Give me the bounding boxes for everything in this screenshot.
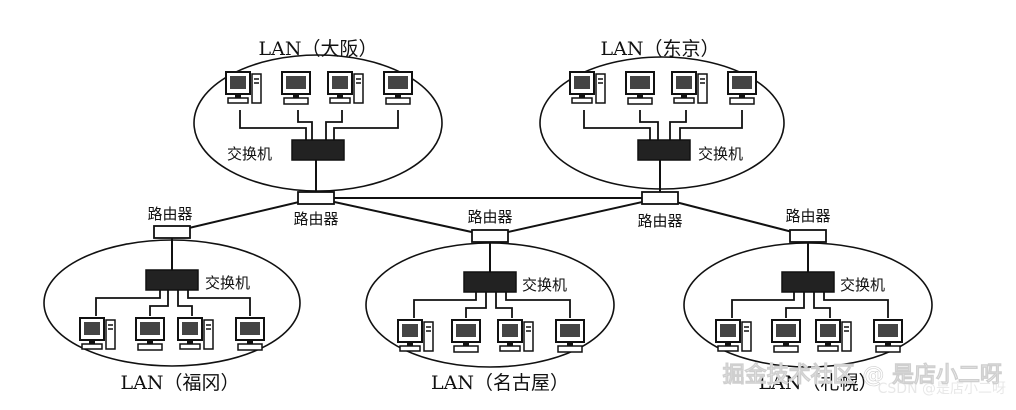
lan-title: LAN（大阪） [259,38,378,60]
router-label: 路由器 [293,210,338,228]
pc-icon [135,317,165,351]
lan-cables [239,110,399,140]
lan-boundary [365,242,615,368]
lan-title: LAN（札幌） [759,372,878,394]
switch-label: 交换机 [227,145,272,163]
router-label: 路由器 [637,212,682,230]
watermark-main: 掘金技术社区 @ 是店小二呀 [723,362,1002,388]
router-label: 路由器 [147,205,192,223]
switch-device [145,269,199,291]
pc-icon [281,71,311,105]
pc-icon [79,317,116,350]
switch-device [291,139,345,161]
pc-icon [715,319,752,352]
pc-icon [727,71,757,105]
lan-title: LAN（福冈） [121,372,240,394]
link-osaka-nagoya [315,197,491,237]
pc-icon [397,319,434,352]
router-sapporo: 路由器 [785,207,831,243]
router-label: 路由器 [785,207,830,225]
pc-icon [815,319,852,352]
switch-label: 交换机 [205,274,250,292]
lan-cables [413,292,571,318]
switch-label: 交换机 [522,276,567,294]
router-fukuoka: 路由器 [147,205,193,239]
lan-title: LAN（东京） [601,38,720,60]
lan-nagoya: 交换机 LAN（名古屋） [365,242,615,394]
router-nagoya: 路由器 [467,208,513,243]
pc-icon [451,319,481,353]
lan-boundary [539,56,785,190]
lan-sapporo: 交换机 LAN（札幌） [683,242,933,394]
router-osaka: 路由器 [293,191,339,228]
lan-cables [95,290,251,316]
pc-icon [497,319,534,352]
pc-icon [235,317,265,351]
pc-icon [177,317,214,350]
lan-title: LAN（名古屋） [431,372,569,394]
pc-icon [327,71,364,104]
switch-label: 交换机 [840,276,885,294]
switch-device [781,271,835,293]
watermark: CSDN @是店小二呀 掘金技术社区 @ 是店小二呀 [722,362,1006,397]
link-tokyo-sapporo [659,197,809,237]
pc-icon [555,319,585,353]
lan-fukuoka: 交换机 LAN（福冈） [43,239,301,394]
pc-icon [625,71,655,105]
pc-icon [383,71,413,105]
switch-device [463,271,517,293]
pc-icon [671,71,708,104]
lan-boundary [683,242,933,368]
lan-cables [731,292,889,318]
pc-icon [771,319,801,353]
lan-tokyo: LAN（东京） 交换机 [539,38,785,190]
watermark-csdn: CSDN @是店小二呀 [878,381,1006,397]
lan-boundary [193,54,443,192]
lan-cables [583,110,743,140]
switch-label: 交换机 [698,145,743,163]
lan-osaka: LAN（大阪） 交换机 [193,38,443,192]
router-tokyo: 路由器 [637,191,683,230]
link-tokyo-nagoya [489,197,661,237]
switch-device [637,139,691,161]
pc-icon [225,71,262,104]
pc-icon [873,319,903,353]
link-osaka-fukuoka [171,197,317,233]
pc-icon [569,71,606,104]
wan-links [171,160,809,272]
lan-boundary [43,239,301,367]
router-label: 路由器 [467,208,512,226]
